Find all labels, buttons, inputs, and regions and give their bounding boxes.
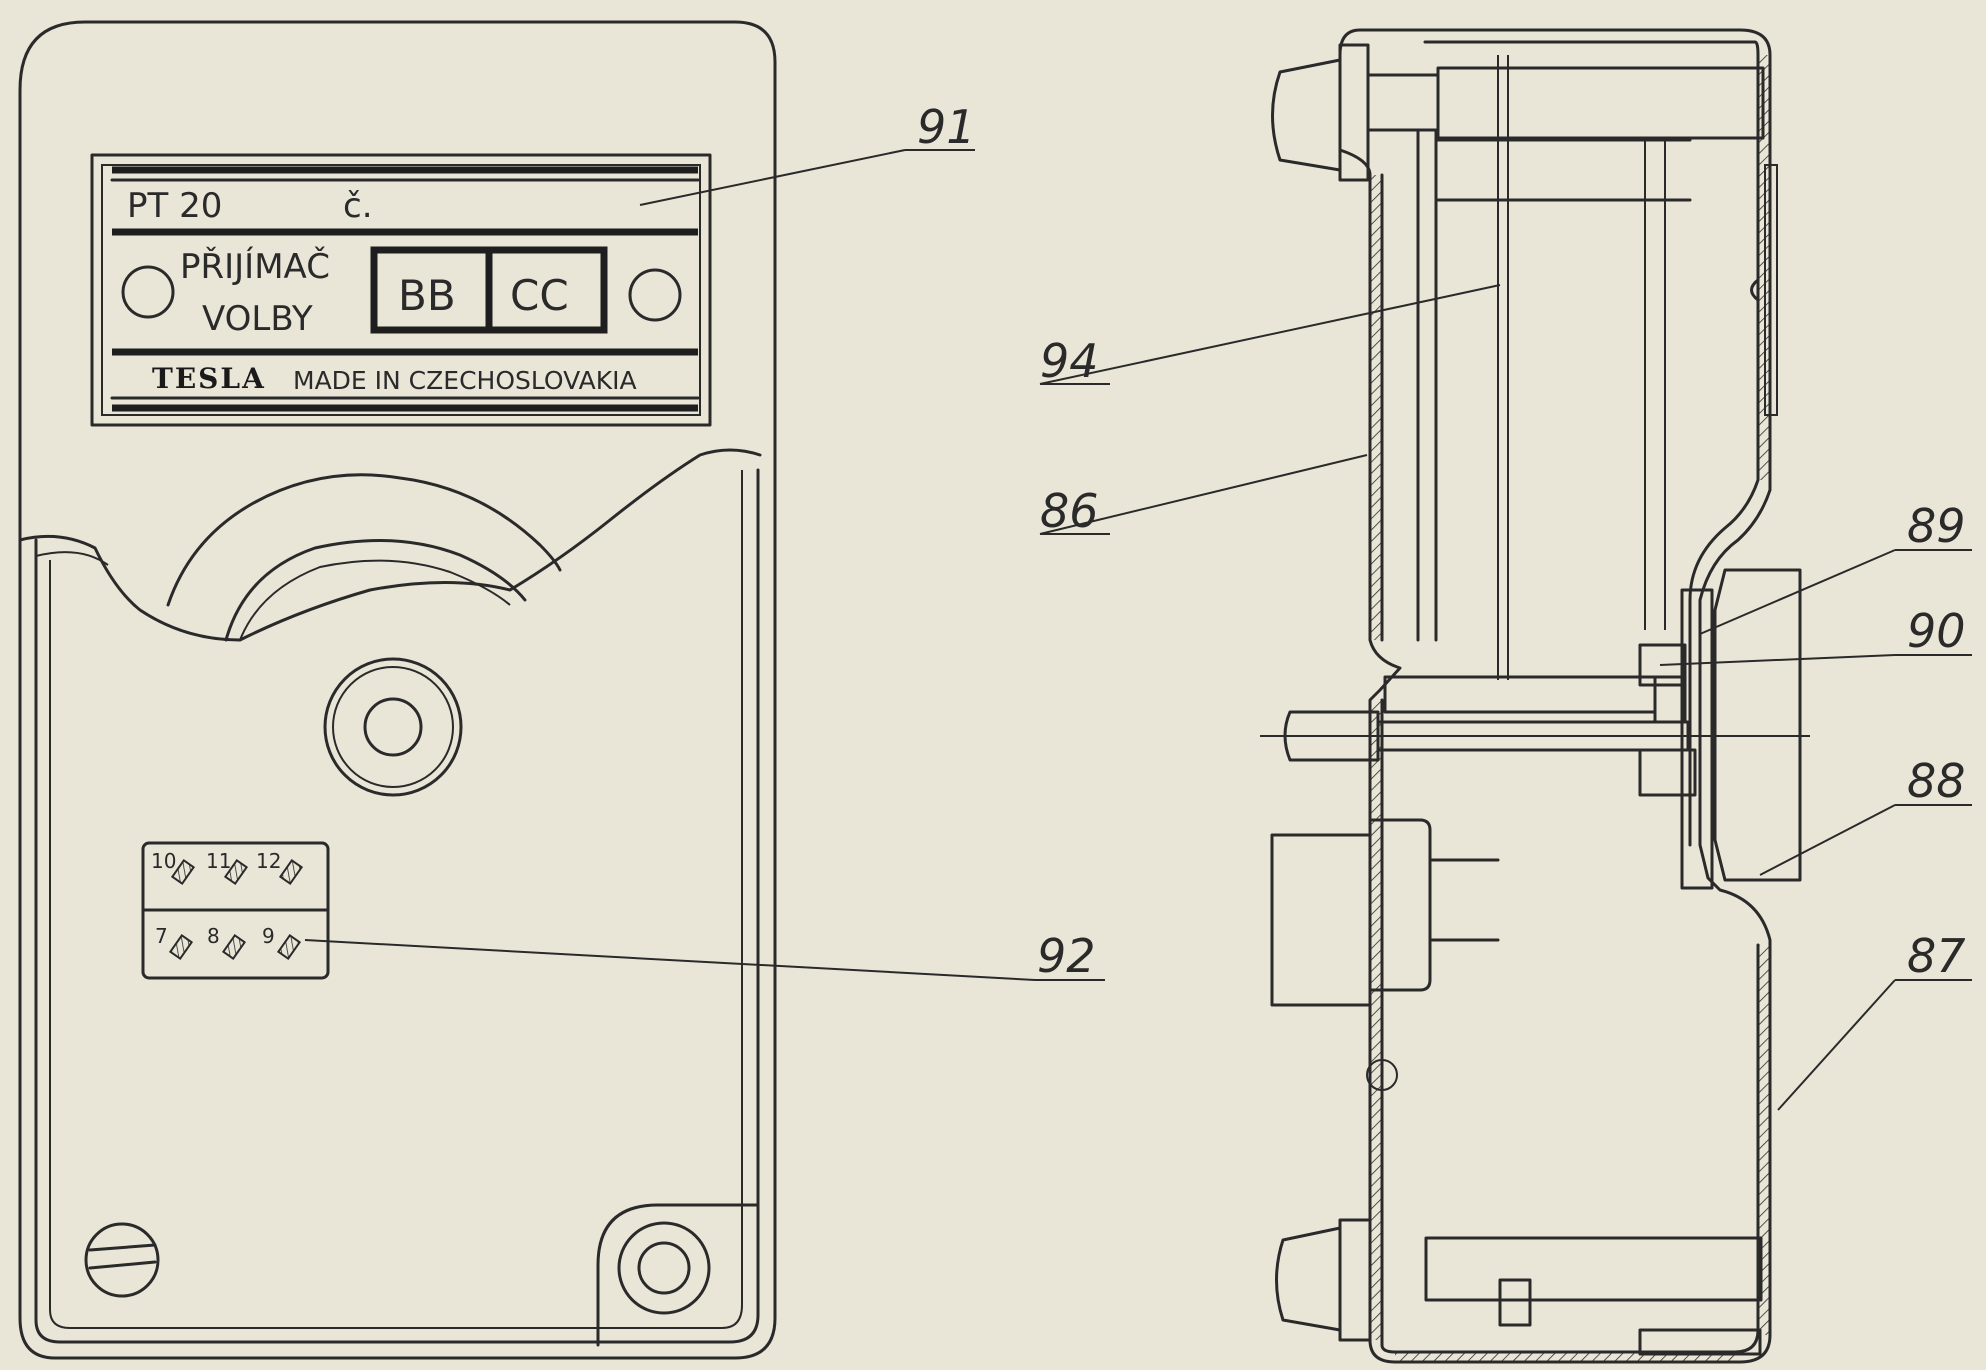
shaft — [1260, 710, 1810, 797]
plate-hole-right — [628, 268, 682, 322]
callout-94: 94 — [1040, 334, 1099, 388]
terminal-strip: 10 11 12 7 8 9 — [141, 841, 330, 980]
top-nut — [1271, 43, 1765, 182]
section-view — [1260, 28, 1810, 1364]
callout-88: 88 — [1907, 754, 1966, 808]
terminal-11: 11 — [206, 849, 231, 873]
bottom-nut — [1275, 1218, 1763, 1356]
component-block — [1270, 818, 1500, 1091]
terminal-9: 9 — [262, 924, 275, 948]
origin-text: MADE IN CZECHOSLOVAKIA — [293, 366, 637, 395]
box-cc: CC — [510, 271, 569, 320]
brand-text: TESLA — [152, 362, 266, 395]
knob-inner — [363, 697, 423, 757]
title-line2: VOLBY — [202, 299, 313, 339]
callout-leaders — [304, 149, 1972, 1111]
model-text: PT 20 — [127, 186, 222, 226]
housing-left-wall — [1338, 28, 1772, 1364]
callout-87: 87 — [1907, 929, 1966, 983]
callout-86: 86 — [1040, 484, 1099, 538]
plate-hole-left — [121, 265, 175, 319]
terminal-8: 8 — [207, 924, 220, 948]
cover-inner-edge — [34, 468, 760, 1344]
speaker-arc — [166, 473, 562, 607]
front-view: PT 20 č. PŘIJÍMAČ VOLBY BB CC TESLA MADE… — [18, 20, 777, 1360]
cutaway-edge — [18, 448, 762, 642]
mounting-boss — [596, 1203, 760, 1347]
housing-outline — [18, 20, 777, 1360]
terminal-7: 7 — [155, 924, 168, 948]
callout-89: 89 — [1907, 499, 1966, 553]
screw-bottom-left — [84, 1222, 160, 1298]
title-line1: PŘIJÍMAČ — [180, 246, 330, 287]
number-label: č. — [343, 186, 373, 226]
hub — [1383, 675, 1657, 714]
nameplate: PT 20 č. PŘIJÍMAČ VOLBY BB CC TESLA MADE… — [90, 153, 712, 427]
callout-91: 91 — [917, 100, 976, 154]
callout-numbers: 91 94 86 92 89 90 88 87 — [917, 100, 1966, 983]
knob-outer — [323, 657, 463, 797]
terminal-12: 12 — [256, 849, 281, 873]
callout-92: 92 — [1037, 929, 1096, 983]
callout-90: 90 — [1907, 604, 1966, 658]
terminal-10: 10 — [151, 849, 176, 873]
knob-disk — [1680, 568, 1802, 890]
box-bb: BB — [398, 271, 456, 320]
